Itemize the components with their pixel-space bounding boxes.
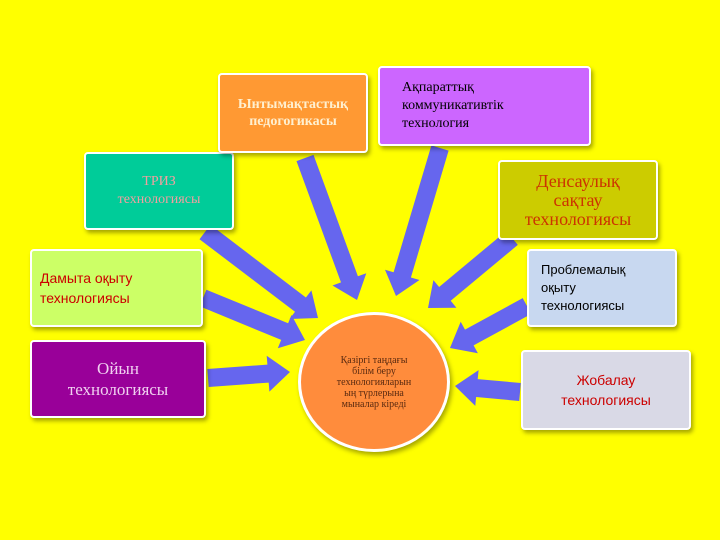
node-damyta: Дамыта оқыту технологиясы xyxy=(30,249,203,327)
arrow-from-problemalyq xyxy=(450,298,532,354)
node-yntymaq: Ынтымақтастық педогогикасы xyxy=(218,73,368,153)
node-aqparat: Ақпараттық коммуникативтік технология xyxy=(378,66,591,146)
arrow-from-yntymaq xyxy=(296,154,367,300)
arrow-from-oiyn xyxy=(207,355,290,392)
node-problemalyq: Проблемалық оқыту технологиясы xyxy=(527,249,677,327)
node-damyta-label: Дамыта оқыту технологиясы xyxy=(40,270,133,306)
node-problemalyq-label: Проблемалық оқыту технологиясы xyxy=(541,262,626,313)
node-zhobalau-label: Жобалау технологиясы xyxy=(561,372,651,408)
arrow-from-damyta xyxy=(199,289,305,349)
node-triz: ТРИЗ технологиясы xyxy=(84,152,234,230)
node-oiyn: Ойын технологиясы xyxy=(30,340,206,418)
arrow-from-aqparat xyxy=(385,145,449,296)
center-circle-label: Қазіргі таңдағы білім беру технологиялар… xyxy=(336,354,412,410)
arrow-from-zhobalau xyxy=(455,370,521,406)
arrow-from-triz xyxy=(199,224,318,319)
center-circle: Қазіргі таңдағы білім беру технологиялар… xyxy=(298,312,450,452)
node-densaulyq: Денсаулық сақтау технологиясы xyxy=(498,160,658,240)
node-zhobalau: Жобалау технологиясы xyxy=(521,350,691,430)
node-aqparat-label: Ақпараттық коммуникативтік технология xyxy=(402,80,504,131)
node-yntymaq-label: Ынтымақтастық педогогикасы xyxy=(237,97,349,129)
arrow-from-densaulyq xyxy=(428,231,518,308)
node-oiyn-label: Ойын технологиясы xyxy=(67,359,169,399)
node-triz-label: ТРИЗ технологиясы xyxy=(117,174,201,207)
node-densaulyq-label: Денсаулық сақтау технологиясы xyxy=(524,170,632,229)
